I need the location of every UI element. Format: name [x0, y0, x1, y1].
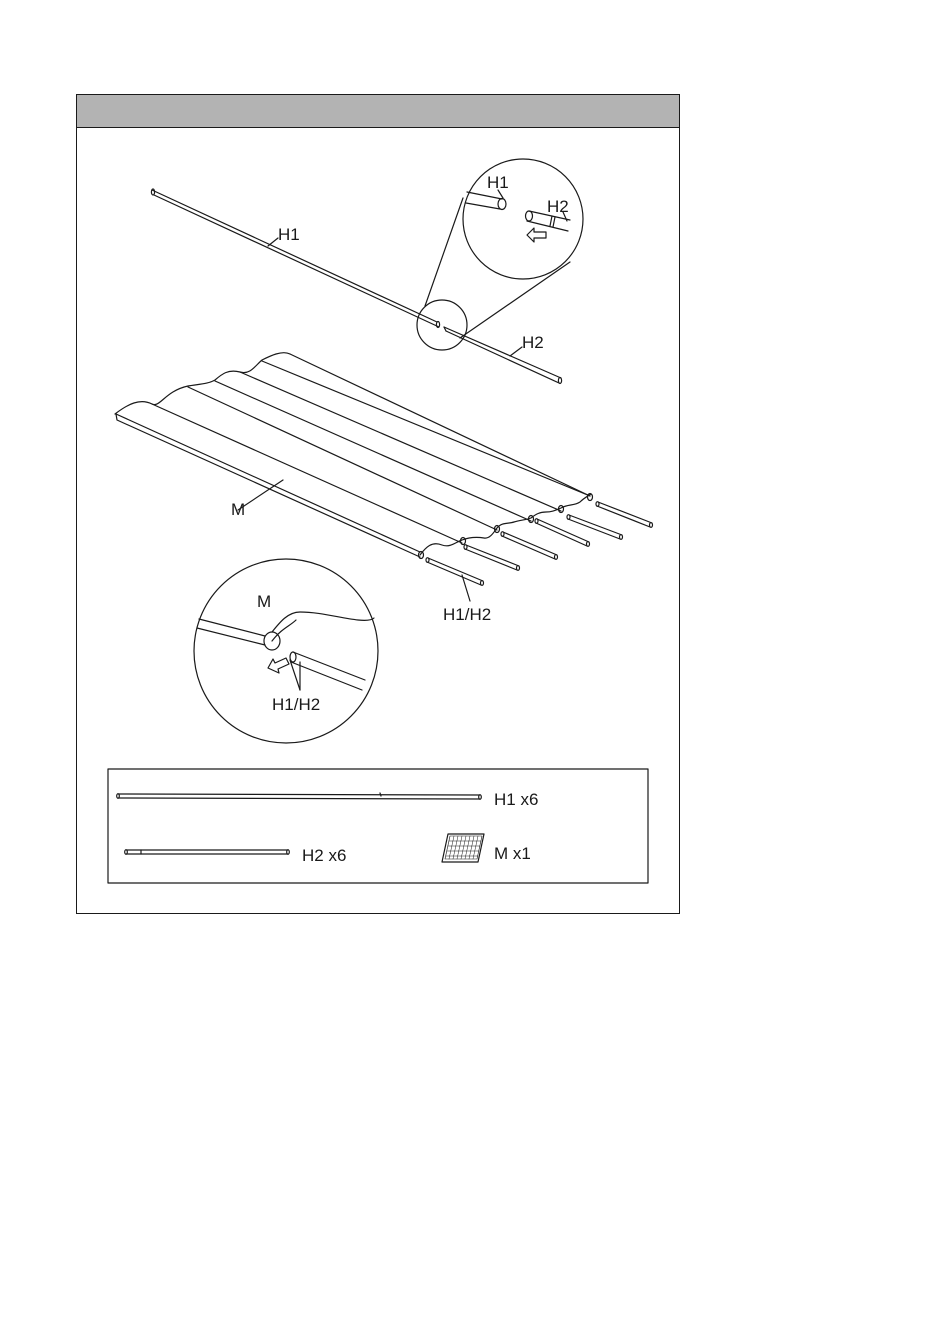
part-label-h1: H1 x6: [494, 790, 538, 809]
part-m-icon: [442, 834, 484, 862]
part-h2-drawing: [125, 850, 290, 855]
part-label-m: M x1: [494, 844, 531, 863]
parts-box: [108, 769, 648, 883]
label-zoom2-h1h2: H1/H2: [272, 695, 320, 714]
label-h2: H2: [522, 333, 544, 352]
magnify-tangent-1: [425, 198, 463, 306]
label-zoom1-h2: H2: [547, 197, 569, 216]
zoom-detail-mat-sleeve: [194, 559, 378, 743]
label-zoom2-m: M: [257, 592, 271, 611]
part-h1-drawing: [117, 793, 482, 799]
magnify-circle-small: [417, 300, 467, 350]
label-h1h2: H1/H2: [443, 605, 491, 624]
label-h1: H1: [278, 225, 300, 244]
part-label-h2: H2 x6: [302, 846, 346, 865]
magnify-tangent-2: [460, 262, 570, 338]
leader-h2: [510, 347, 522, 356]
label-zoom1-h1: H1: [487, 173, 509, 192]
rod-h1-drawing: [151, 189, 439, 328]
loose-rods: [426, 502, 653, 586]
mat-m-drawing: [115, 353, 593, 559]
zoom-detail-rod-joint: [463, 159, 583, 279]
label-m: M: [231, 500, 245, 519]
rod-h2-drawing: [444, 327, 562, 384]
leader-h1: [268, 238, 278, 246]
